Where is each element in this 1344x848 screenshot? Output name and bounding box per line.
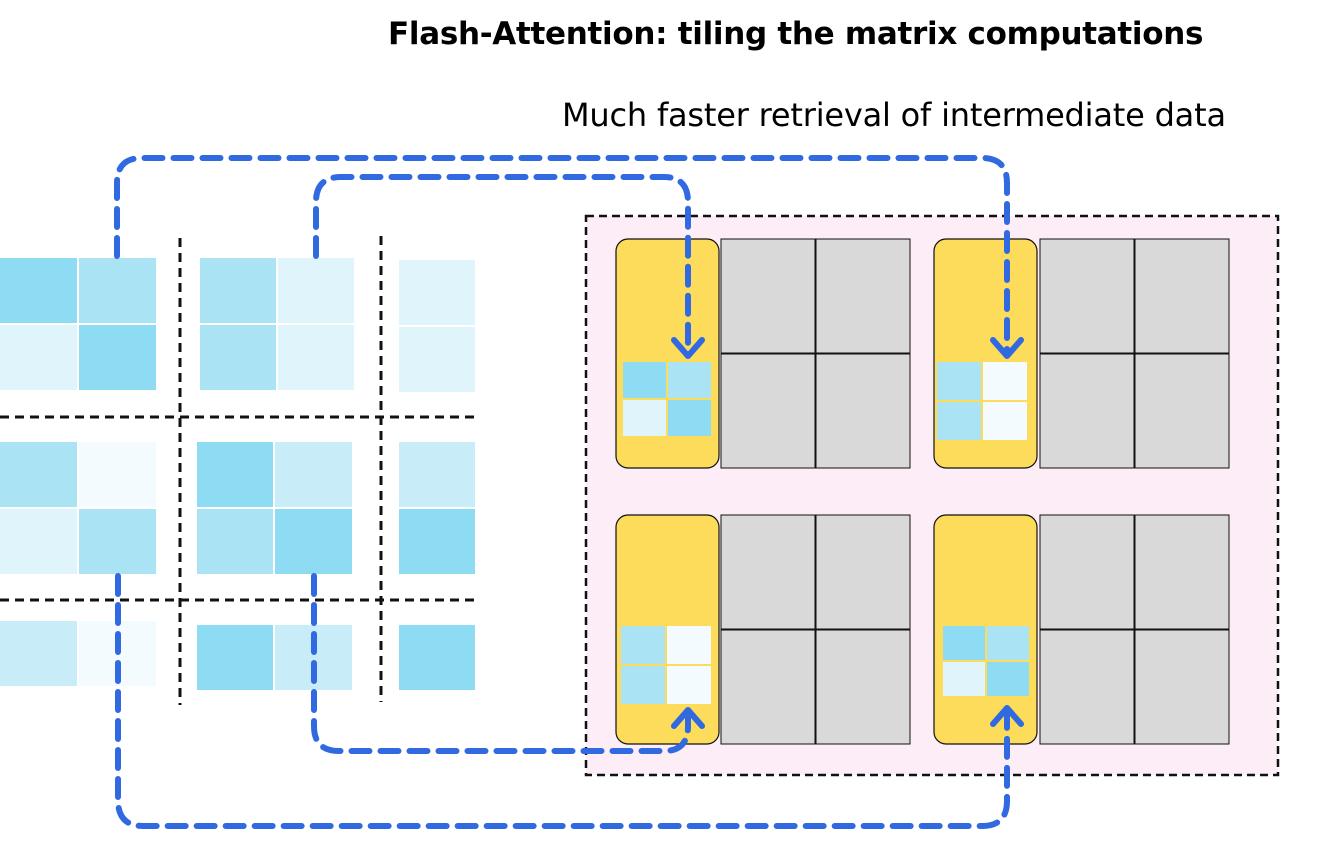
cached-tile	[667, 666, 711, 704]
cached-tile	[668, 362, 711, 398]
cached-tile	[987, 662, 1029, 696]
cached-tile	[667, 626, 711, 664]
cached-tile	[937, 402, 981, 440]
cached-tile	[621, 626, 665, 664]
cached-tile	[943, 662, 985, 696]
hbm-block	[720, 238, 816, 354]
matrix-tile	[0, 509, 77, 574]
cached-tile	[943, 626, 985, 660]
cached-tile	[937, 362, 981, 400]
cached-tile	[623, 400, 666, 436]
hbm-block	[815, 514, 911, 630]
cached-tile	[623, 362, 666, 398]
matrix-tile	[0, 325, 77, 390]
cached-tile	[668, 400, 711, 436]
cached-tile	[621, 666, 665, 704]
hbm-block	[815, 353, 911, 469]
hbm-block	[1039, 353, 1135, 469]
matrix-tile	[278, 258, 354, 323]
chevron-down-icon	[671, 337, 705, 359]
transfer-arrow	[114, 155, 1010, 353]
hbm-block	[1039, 629, 1135, 745]
transfer-arrow	[115, 573, 1010, 829]
matrix-tile	[79, 442, 156, 507]
chevron-down-icon	[990, 705, 1024, 727]
hbm-block	[1134, 353, 1230, 469]
matrix-tile	[278, 325, 354, 390]
matrix-tile	[197, 442, 273, 507]
hbm-block	[1134, 629, 1230, 745]
matrix-tile	[399, 442, 475, 507]
memory-blocks	[615, 238, 1230, 745]
hbm-block	[1134, 238, 1230, 354]
diagram-subtitle: Much faster retrieval of intermediate da…	[562, 96, 1226, 134]
matrix-tile	[0, 621, 77, 686]
matrix-tile	[197, 509, 273, 574]
matrix-tile	[399, 625, 475, 690]
hbm-block	[1039, 238, 1135, 354]
chevron-down-icon	[990, 337, 1024, 359]
matrix-tile	[197, 625, 273, 690]
matrix-tile	[275, 442, 352, 507]
hbm-block	[815, 238, 911, 354]
matrix-tile	[399, 260, 475, 325]
tiled-matrix	[0, 236, 478, 705]
hbm-block	[720, 353, 816, 469]
matrix-tile	[399, 509, 475, 574]
diagram-title: Flash-Attention: tiling the matrix compu…	[388, 16, 1204, 52]
matrix-tile	[0, 442, 77, 507]
transfer-arrow	[311, 573, 691, 754]
matrix-tile	[200, 325, 276, 390]
cached-tile	[983, 402, 1027, 440]
hbm-block	[815, 629, 911, 745]
chevron-down-icon	[671, 707, 705, 729]
hbm-block	[720, 514, 816, 630]
hbm-block	[1039, 514, 1135, 630]
matrix-tile	[79, 325, 156, 390]
matrix-tile	[0, 258, 77, 323]
cached-tile	[983, 362, 1027, 400]
cached-tile	[987, 626, 1029, 660]
matrix-tile	[200, 258, 276, 323]
matrix-tile	[399, 327, 475, 392]
transfer-arrows	[114, 155, 1024, 829]
transfer-arrow	[313, 174, 691, 353]
matrix-tile	[79, 258, 156, 323]
matrix-tile	[79, 509, 156, 574]
hbm-block	[720, 629, 816, 745]
matrix-tile	[275, 509, 352, 574]
hbm-block	[1134, 514, 1230, 630]
